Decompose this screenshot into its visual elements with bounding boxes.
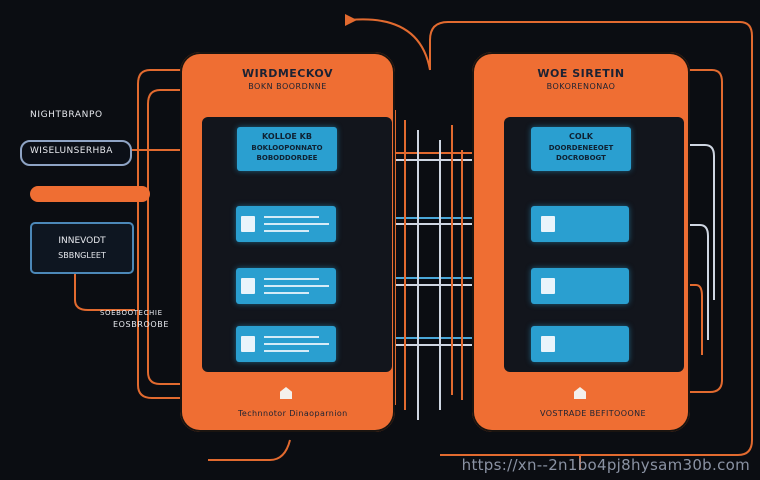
wire-right-loop-2 — [630, 144, 715, 300]
right-card-line1: COLK — [569, 132, 593, 141]
card-text-line — [264, 230, 309, 232]
side-note-1: SOEBOOTECHIE — [100, 309, 163, 317]
right-card-3[interactable] — [531, 326, 629, 362]
wire-right-loop-4 — [630, 284, 703, 355]
side-heading: NIGHTBRANPO — [30, 110, 103, 120]
document-icon — [241, 336, 255, 352]
side-box-title: INNEVODT — [58, 236, 106, 246]
document-icon — [541, 216, 555, 232]
card-text-line — [264, 278, 319, 280]
side-box-subtitle: SBBNGLEET — [58, 251, 106, 260]
house-icon-left — [280, 387, 292, 399]
right-card-header[interactable]: COLK DOORDENEEOET DOCROBOGT — [531, 127, 631, 171]
document-icon — [541, 278, 555, 294]
left-panel-footer: Technnotor Dinaoparnion — [238, 409, 348, 418]
left-card-line2: BOKLOOPONNATO — [251, 144, 323, 152]
orange-connector-bar — [30, 186, 150, 202]
wire-top-left-curve — [349, 18, 431, 71]
card-text-line — [264, 223, 329, 225]
wire-left-outer — [137, 69, 182, 399]
right-panel: WOE SIRETIN BOKORENONAO VOSTRADE BEFITOO… — [472, 52, 690, 432]
card-text-line — [264, 216, 319, 218]
wire-bottom-left — [208, 439, 291, 461]
house-icon-right — [574, 387, 586, 399]
arrow-top — [345, 14, 357, 26]
wire-side-box — [74, 270, 135, 311]
right-panel-footer: VOSTRADE BEFITOOONE — [540, 409, 646, 418]
document-icon — [241, 278, 255, 294]
right-card-1[interactable] — [531, 206, 629, 242]
right-card-2[interactable] — [531, 268, 629, 304]
card-text-line — [264, 285, 329, 287]
card-text-line — [264, 350, 309, 352]
wire-outer-right — [429, 21, 753, 456]
watermark-url: https://xn--2n1bo4pj8hysam30b.com — [461, 456, 750, 474]
side-box[interactable]: INNEVODT SBBNGLEET — [30, 222, 134, 274]
card-text-line — [264, 343, 329, 345]
left-panel-title: WIRDMECKOV — [242, 67, 333, 80]
left-panel-subtitle: BOKN BOORDNNE — [248, 82, 327, 91]
left-card-3[interactable] — [236, 326, 336, 362]
card-text-line — [264, 336, 319, 338]
right-panel-title: WOE SIRETIN — [537, 67, 625, 80]
card-text-line — [264, 292, 309, 294]
left-card-line1: KOLLOE KB — [262, 132, 312, 141]
left-card-2[interactable] — [236, 268, 336, 304]
right-panel-subtitle: BOKORENONAO — [546, 82, 616, 91]
wire-left-outer2 — [147, 89, 182, 385]
orange-knob — [103, 186, 113, 202]
right-card-line2: DOORDENEEOET — [548, 144, 614, 152]
side-pill-label: WISELUNSERHBA — [30, 146, 113, 156]
right-card-line3: DOCROBOGT — [556, 154, 606, 162]
left-card-header[interactable]: KOLLOE KB BOKLOOPONNATO BOBODDORDEE — [237, 127, 337, 171]
side-note-2: EOSBROOBE — [113, 320, 170, 329]
document-icon — [541, 336, 555, 352]
wire-right-loop-1 — [690, 69, 723, 393]
side-pill[interactable]: WISELUNSERHBA — [20, 140, 132, 166]
left-panel: WIRDMECKOV BOKN BOORDNNE Technnotor Dina… — [180, 52, 395, 432]
wire-right-loop-3 — [630, 224, 709, 340]
document-icon — [241, 216, 255, 232]
left-card-1[interactable] — [236, 206, 336, 242]
left-card-line3: BOBODDORDEE — [256, 154, 318, 162]
